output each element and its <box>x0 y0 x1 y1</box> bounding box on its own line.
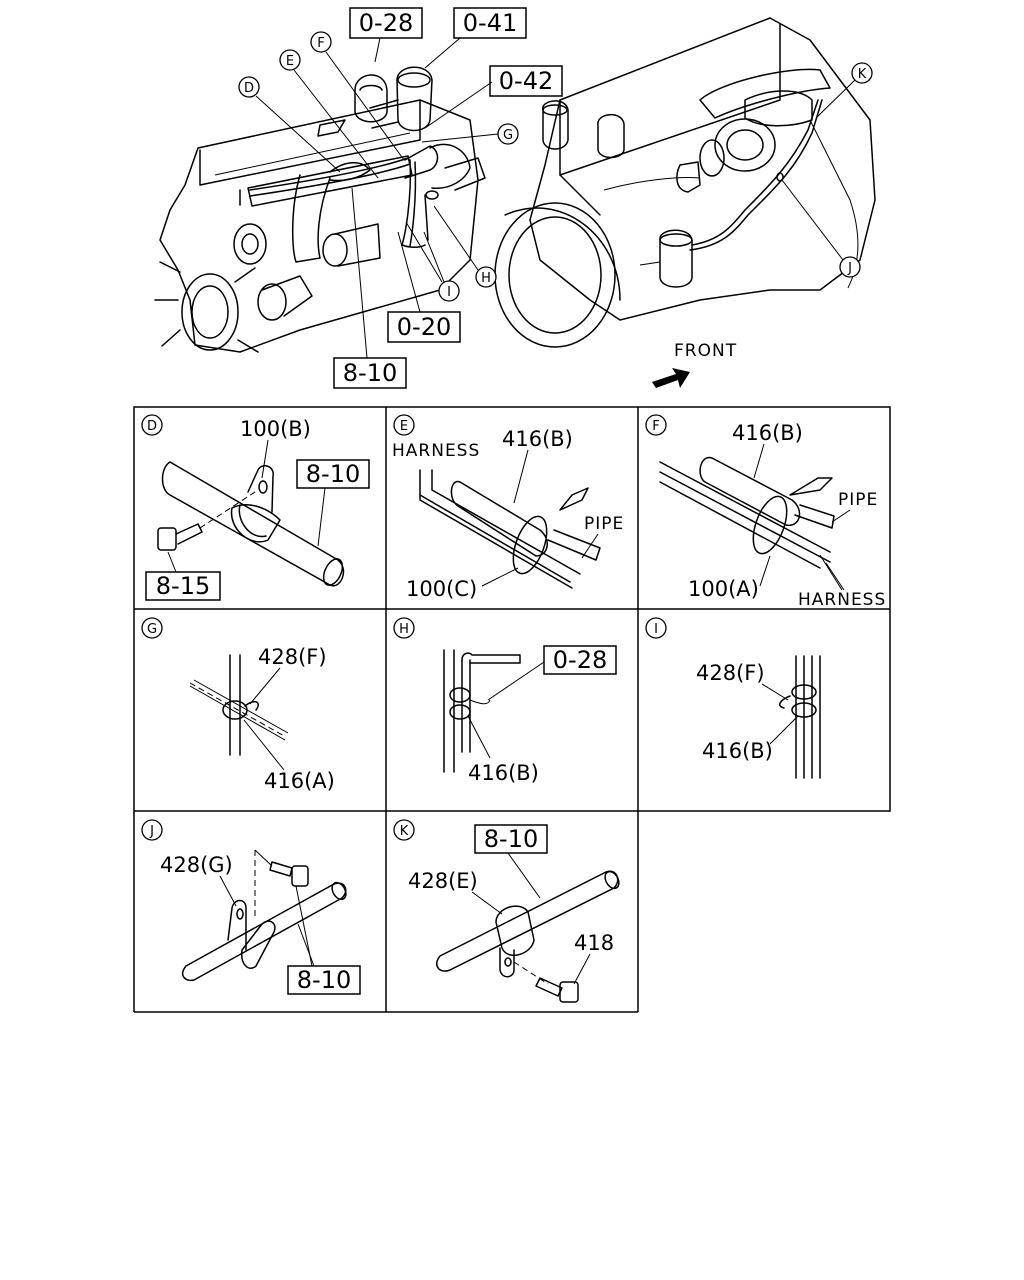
front-label: FRONT <box>674 341 737 361</box>
panel-e-harness: HARNESS <box>392 441 480 461</box>
panel-g: G 428(F) 416(A) <box>141 617 335 793</box>
overview-reference-boxes: 0-28 0-41 0-42 0-20 8-10 <box>333 7 563 389</box>
panel-f-part2: 100(A) <box>688 577 759 601</box>
panel-k-letter: K <box>400 824 409 839</box>
panel-g-part1: 428(F) <box>258 645 327 669</box>
panel-k-part2: 418 <box>574 931 614 955</box>
panel-j-letter: J <box>149 824 154 839</box>
panel-i-letter: I <box>654 622 658 637</box>
panel-h-letter: H <box>399 622 409 637</box>
panel-d-part: 100(B) <box>240 417 311 441</box>
panel-h-ref: 0-28 <box>553 646 607 674</box>
callout-j: J <box>847 261 852 276</box>
ref-0-42: 0-42 <box>499 67 553 95</box>
panel-j: J 428(G) 8-10 <box>141 819 361 995</box>
ref-0-20: 0-20 <box>397 313 451 341</box>
panel-d-ref1: 8-10 <box>306 460 360 488</box>
panel-f-harness: HARNESS <box>798 590 886 610</box>
front-indicator: FRONT <box>652 341 737 388</box>
panel-f-part1: 416(B) <box>732 421 803 445</box>
panel-e-part1: 416(B) <box>502 427 573 451</box>
panel-e-pipe: PIPE <box>584 514 624 534</box>
panel-g-part2: 416(A) <box>264 769 335 793</box>
panel-d-ref2: 8-15 <box>156 572 210 600</box>
panel-d: D 100(B) 8-10 8-15 <box>141 414 370 601</box>
panel-i-part2: 416(B) <box>702 739 773 763</box>
ref-0-41: 0-41 <box>463 9 517 37</box>
panel-h: H 0-28 416(B) <box>393 617 617 785</box>
ref-0-28: 0-28 <box>359 9 413 37</box>
panel-g-letter: G <box>147 622 157 637</box>
panel-f-letter: F <box>652 419 659 434</box>
ref-8-10: 8-10 <box>343 359 397 387</box>
panel-h-part: 416(B) <box>468 761 539 785</box>
panel-i-part1: 428(F) <box>696 661 765 685</box>
panel-i: I 428(F) 416(B) <box>645 617 821 779</box>
overview-callouts: D E F G H I J K <box>238 31 873 302</box>
panel-k-part1: 428(E) <box>408 869 478 893</box>
callout-h: H <box>481 271 491 286</box>
callout-f: F <box>317 36 324 51</box>
callout-d: D <box>244 81 254 96</box>
left-engine-drawing <box>154 66 486 353</box>
detail-grid <box>133 406 891 1013</box>
callout-i: I <box>447 285 451 300</box>
callout-e: E <box>286 54 294 69</box>
panel-f-pipe: PIPE <box>838 490 878 510</box>
panel-e: E HARNESS 416(B) PIPE 100(C) <box>392 414 624 601</box>
panel-d-letter: D <box>147 419 157 434</box>
front-arrow-icon <box>652 368 690 388</box>
panel-k-ref: 8-10 <box>484 825 538 853</box>
panel-j-part: 428(G) <box>160 853 233 877</box>
panel-e-part2: 100(C) <box>406 577 477 601</box>
panel-e-letter: E <box>400 419 408 434</box>
right-engine-drawing <box>494 17 876 348</box>
callout-k: K <box>858 67 867 82</box>
panel-f: F 416(B) PIPE 100(A) HARNESS <box>645 414 886 610</box>
callout-g: G <box>503 128 513 143</box>
panel-j-ref: 8-10 <box>297 966 351 994</box>
panel-k: K 8-10 428(E) 418 <box>393 819 620 1003</box>
